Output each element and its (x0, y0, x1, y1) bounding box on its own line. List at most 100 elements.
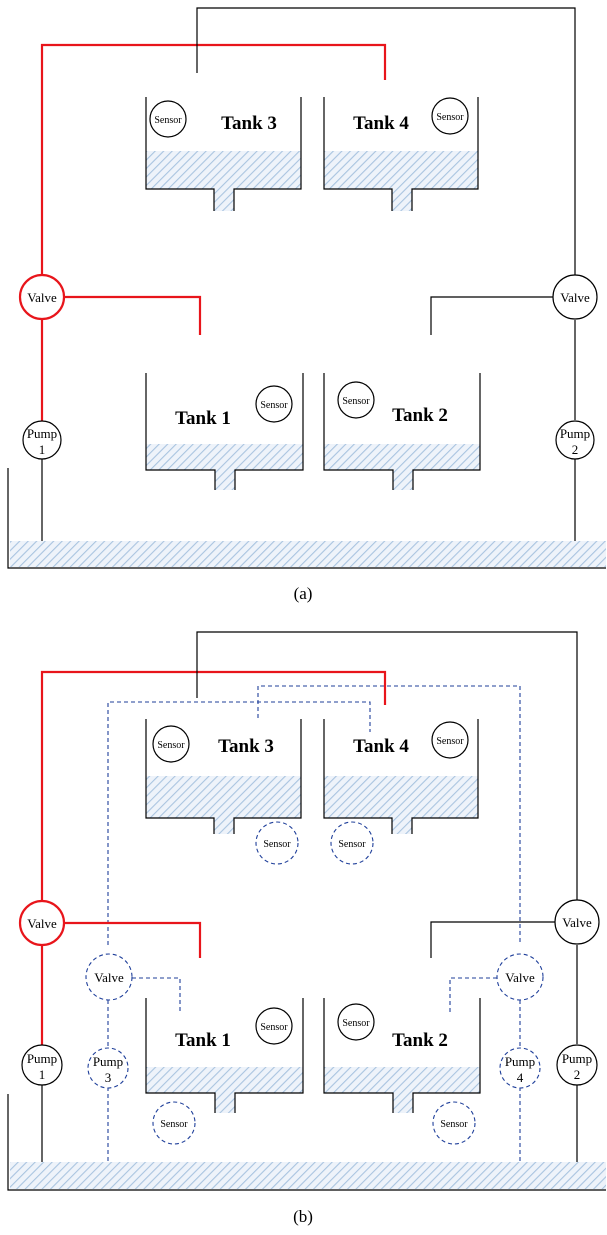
blue-dashed-pipe-network (107, 685, 521, 1162)
tank-label: Tank 3 (221, 113, 277, 134)
red-pipe-to-tank-1 (64, 295, 202, 335)
tank-1: Sensor Tank 1 (145, 998, 304, 1113)
tank-wall (234, 373, 304, 490)
tank-wall (412, 373, 481, 490)
reservoir (7, 468, 606, 569)
sensor-label: Sensor (440, 1119, 468, 1130)
pump-4: Pump 4 (499, 1047, 541, 1089)
tank-wall (323, 719, 393, 834)
valve-circle (18, 273, 66, 321)
dashed-pipe-to-tank-4 (107, 701, 371, 945)
dashed-valve-circle (496, 953, 544, 1001)
red-pipe-network (40, 670, 387, 1046)
tank-wall (323, 998, 394, 1113)
caption-a: (a) (294, 584, 313, 603)
tank-water (146, 444, 303, 470)
pump-3: Pump 3 (87, 1047, 129, 1089)
dashed-pump-circle (87, 1047, 129, 1089)
black-pipe-to-tank-2 (430, 296, 553, 335)
tank-label: Tank 4 (353, 113, 409, 134)
tank-outlet-water (393, 1093, 413, 1113)
tank-label: Tank 3 (218, 736, 274, 757)
sensor-circle (431, 97, 469, 135)
sensor-label: Sensor (160, 1119, 188, 1130)
tank-3: Sensor Tank 3 (145, 719, 302, 834)
valve-circle (554, 899, 600, 945)
valve-label: Valve (560, 290, 590, 305)
pump-circle (21, 1044, 63, 1086)
tank-wall (323, 97, 393, 211)
pump-circle (22, 420, 62, 460)
tank-outlet-water (392, 189, 412, 211)
valve-label: Valve (27, 290, 57, 305)
pump-2: Pump 2 (556, 1044, 598, 1086)
sensor-label: Sensor (436, 736, 464, 747)
valve-2: Valve (554, 899, 600, 945)
tank-water (146, 1067, 303, 1093)
tank-label: Tank 1 (175, 1030, 231, 1051)
pump-number: 3 (105, 1070, 112, 1085)
valve-3: Valve (85, 953, 133, 1001)
pump-1: Pump 1 (21, 1044, 63, 1086)
tank-label: Tank 2 (392, 405, 448, 426)
pump-circle (555, 420, 595, 460)
panel-a: Sensor Tank 3 Sensor Tank 4 Sensor Tank … (7, 7, 606, 603)
pump-label: Pump (27, 1051, 57, 1066)
pump-number: 2 (574, 1067, 581, 1082)
dashed-pipe-to-tank-2 (449, 977, 497, 1013)
sensor-circle (431, 721, 469, 759)
tank-label: Tank 2 (392, 1030, 448, 1051)
sensor-label: Sensor (342, 396, 370, 407)
reservoir (7, 1094, 606, 1191)
tank-4: Sensor Tank 4 (323, 719, 479, 834)
pump-label: Pump (562, 1051, 592, 1066)
pump-number: 4 (517, 1070, 524, 1085)
sensor-label: Sensor (154, 115, 182, 126)
dashed-sensor-circle (432, 1101, 476, 1145)
dashed-pipe-to-tank-1 (132, 977, 181, 1013)
pump-number: 1 (39, 1067, 46, 1082)
dashed-sensors: Sensor Sensor Sensor Sensor (152, 821, 476, 1145)
sensor-label: Sensor (260, 400, 288, 411)
valve-label: Valve (562, 915, 592, 930)
valve-label: Valve (27, 916, 57, 931)
red-pipe-network (40, 43, 387, 422)
sensor-label: Sensor (157, 740, 185, 751)
tank-outlet-water (215, 1093, 235, 1113)
valve-circle (18, 899, 66, 947)
sensor-label: Sensor (260, 1022, 288, 1033)
sensor-circle (149, 100, 187, 138)
tank-wall (233, 97, 302, 211)
sensor-circle (337, 1003, 375, 1041)
reservoir-water (10, 541, 606, 567)
sensor-label: Sensor (263, 839, 291, 850)
tank-outlet-water (393, 470, 413, 490)
tank-wall (234, 998, 304, 1113)
tank-2: Sensor Tank 2 (323, 373, 481, 490)
pump-label: Pump (27, 426, 57, 441)
pump-1: Pump 1 (22, 420, 62, 460)
tank-water (324, 151, 478, 189)
black-pipe-to-tank-3 (196, 631, 578, 900)
pump-label: Pump (505, 1054, 535, 1069)
tank-water (146, 151, 301, 189)
reservoir-water (10, 1162, 606, 1189)
valve-1: Valve (18, 899, 66, 947)
valve-circle (552, 274, 598, 320)
tank-outlet-water (214, 189, 234, 211)
reservoir-outline (7, 1094, 606, 1191)
tank-3: Sensor Tank 3 (145, 97, 302, 211)
dashed-valve-circle (85, 953, 133, 1001)
tank-water (324, 776, 478, 818)
dashed-pipe-to-tank-3 (257, 685, 521, 945)
pump-number: 1 (39, 442, 46, 457)
tank-wall (412, 998, 481, 1113)
dashed-pump-circle (499, 1047, 541, 1089)
tank-wall (411, 97, 479, 211)
tank-wall (233, 719, 302, 834)
valve-4: Valve (496, 953, 544, 1001)
tank-water (324, 1067, 480, 1093)
tank-water (324, 444, 480, 470)
black-pipe-network (196, 631, 578, 1162)
